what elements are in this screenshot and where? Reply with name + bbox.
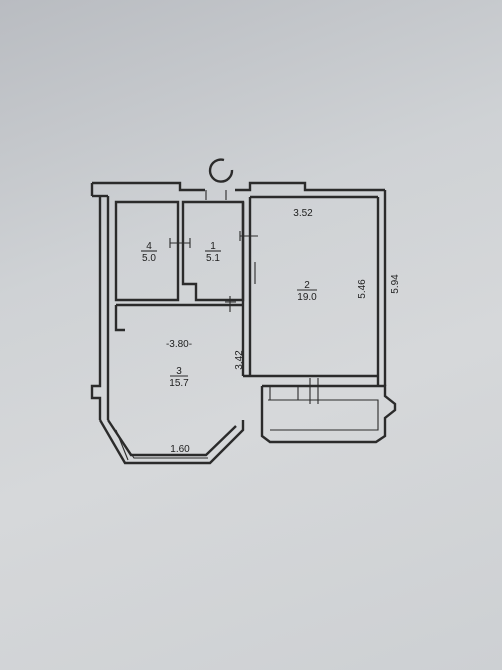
room-4-number: 4 bbox=[146, 241, 152, 252]
dimension-room3-width: -3.80- bbox=[166, 339, 192, 350]
dimension-room3-depth: 3.42 bbox=[234, 350, 245, 370]
room-2-number: 2 bbox=[304, 280, 310, 291]
interior-walls bbox=[114, 197, 378, 378]
outer-walls bbox=[90, 181, 397, 465]
dimension-room2-outer-length: 5.94 bbox=[390, 274, 401, 294]
dimension-bay-width: 1.60 bbox=[170, 444, 190, 455]
room-2-area: 19.0 bbox=[297, 292, 317, 303]
dimension-room2-width: 3.52 bbox=[293, 208, 313, 219]
door-marks bbox=[169, 231, 319, 404]
compass-icon bbox=[205, 158, 234, 200]
dimension-room2-inner-length: 5.46 bbox=[357, 279, 368, 299]
room-1-area: 5.1 bbox=[206, 253, 220, 264]
room-4-area: 5.0 bbox=[142, 253, 156, 264]
room-3-area: 15.7 bbox=[169, 378, 189, 389]
room-1-number: 1 bbox=[210, 241, 216, 252]
room-3-number: 3 bbox=[176, 366, 182, 377]
